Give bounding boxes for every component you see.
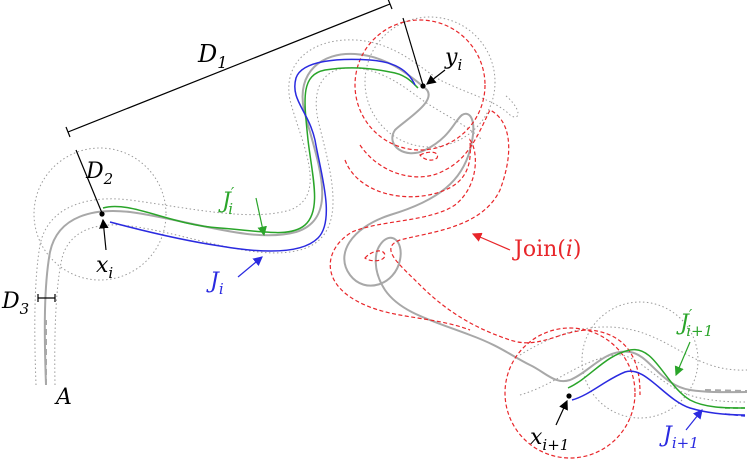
path-Ji1 — [571, 370, 746, 416]
arrow-Jpi1 — [674, 341, 691, 377]
labels: D1 D2 D3 yi xi xi+1 A J′i Ji J′i+1 Ji+1 … — [1, 40, 713, 454]
tube-right-inner — [519, 354, 747, 403]
path-Jpi1 — [567, 349, 746, 409]
D2-line — [75, 149, 103, 214]
path-Ji1-dash — [724, 413, 746, 417]
blue-paths — [109, 58, 746, 417]
label-Jpi: J′i — [218, 184, 235, 218]
points — [99, 83, 572, 399]
arrow-Ji — [237, 256, 263, 278]
ball-xi1-dotted — [581, 301, 699, 419]
D1-tick-right — [387, 0, 393, 10]
path-Jpi — [102, 67, 419, 234]
label-Ji: Ji — [206, 269, 224, 298]
label-Jpi1: J′i+1 — [676, 306, 713, 340]
path-A-left — [43, 52, 747, 394]
label-A: A — [54, 385, 72, 410]
green-paths — [102, 67, 746, 409]
tube-inner — [54, 67, 483, 386]
label-Ji1: Ji+1 — [659, 423, 699, 452]
label-D1: D1 — [197, 40, 227, 72]
ball-yi-dotted — [364, 16, 496, 148]
D1-radius — [402, 17, 424, 86]
arrow-join — [471, 232, 511, 251]
balls — [33, 16, 699, 419]
join-loop-top — [419, 151, 439, 161]
join-region — [329, 19, 641, 459]
arrow-xi1 — [555, 399, 568, 426]
point-xi1 — [566, 393, 572, 399]
arrow-yi — [426, 69, 446, 85]
label-D2: D2 — [85, 159, 113, 188]
ball-xi — [33, 147, 167, 281]
label-xi: xi — [96, 253, 113, 282]
point-yi — [420, 83, 426, 89]
arrow-xi — [99, 218, 109, 251]
label-xi1: xi+1 — [530, 425, 569, 454]
measurements — [37, 0, 424, 302]
D1-tick-left — [65, 126, 71, 138]
label-join: Join(i) — [512, 237, 582, 262]
ball-yi-red — [354, 19, 486, 151]
path-Ji — [109, 58, 416, 252]
arrow-Ji1 — [685, 409, 703, 431]
tube-boundary — [34, 39, 747, 403]
join-outer — [359, 109, 641, 396]
point-xi — [99, 211, 105, 217]
join-loop-small — [364, 250, 386, 262]
tube-outer — [34, 39, 519, 386]
arrow-Jpi — [255, 197, 267, 237]
path-A — [43, 52, 747, 394]
arrows — [99, 69, 703, 431]
ball-xi1-red — [504, 327, 636, 459]
path-A-dash-right — [704, 389, 747, 392]
D1-line — [67, 3, 391, 133]
label-yi: yi — [444, 45, 462, 74]
join-inner — [329, 138, 476, 331]
label-D3: D3 — [1, 289, 29, 318]
